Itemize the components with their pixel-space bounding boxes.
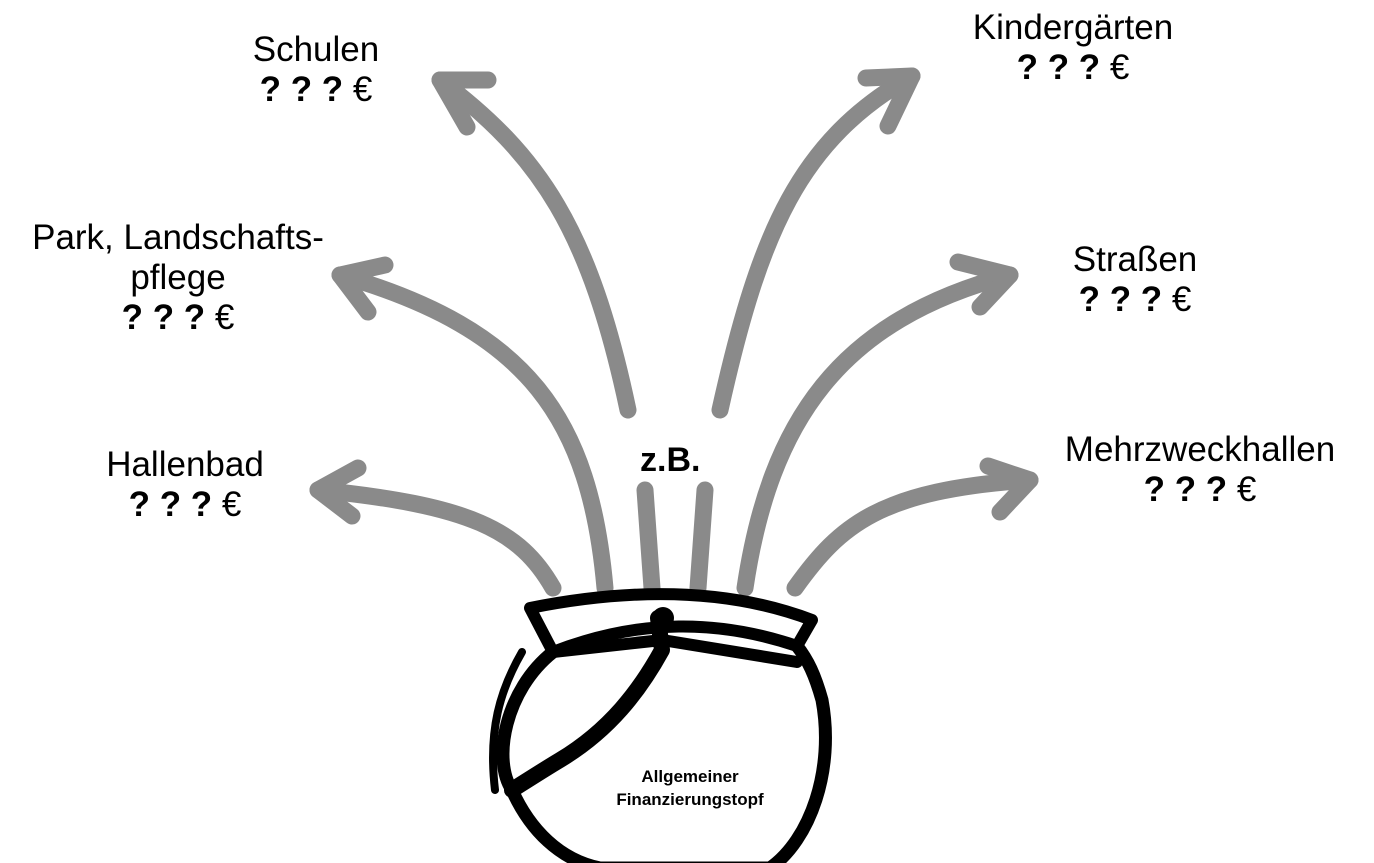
park-title-line2: pflege <box>130 258 226 297</box>
label-hallenbad: Hallenbad ? ? ? € <box>90 445 280 525</box>
arrow-schulen <box>636 481 661 597</box>
arrow-schulen-upper <box>431 71 637 419</box>
pot-label: Allgemeiner Finanzierungstopf <box>570 765 810 811</box>
park-amount: ? ? ? € <box>121 298 235 337</box>
arrow-kindergaerten-upper <box>711 67 921 419</box>
arrowhead-park <box>331 256 394 321</box>
arrowhead-hallenbad <box>309 459 367 525</box>
mehrzweckhallen-title: Mehrzweckhallen <box>1064 430 1336 469</box>
arrowhead-schulen <box>431 71 497 136</box>
pot-label-line2: Finanzierungstopf <box>616 790 764 809</box>
label-strassen: Straßen ? ? ? € <box>1050 240 1220 320</box>
schulen-title: Schulen <box>252 30 380 69</box>
arrowhead-kindergaerten <box>857 67 921 135</box>
example-label: z.B. <box>640 441 701 479</box>
park-title-line1: Park, Landschafts- <box>32 218 324 257</box>
hallenbad-title: Hallenbad <box>106 445 264 484</box>
label-park: Park, Landschafts- pflege ? ? ? € <box>0 218 356 338</box>
label-mehrzweckhallen: Mehrzweckhallen ? ? ? € <box>1040 430 1360 510</box>
arrow-hallenbad <box>309 481 562 597</box>
hallenbad-amount: ? ? ? € <box>128 485 242 524</box>
strassen-amount: ? ? ? € <box>1078 280 1192 319</box>
arrow-mehrzweckhallen <box>786 471 1039 597</box>
mehrzweckhallen-amount: ? ? ? € <box>1143 470 1257 509</box>
pot <box>489 588 832 863</box>
kindergaerten-amount: ? ? ? € <box>1016 48 1130 87</box>
arrowhead-strassen <box>949 253 1019 316</box>
pot-label-line1: Allgemeiner <box>641 767 739 786</box>
arrow-kindergaerten <box>689 481 714 597</box>
arrowhead-mehrzweckhallen <box>979 457 1039 521</box>
arrow-strassen <box>736 266 1019 597</box>
schulen-amount: ? ? ? € <box>259 70 373 109</box>
arrow-park <box>331 266 614 597</box>
kindergaerten-title: Kindergärten <box>972 8 1174 47</box>
label-schulen: Schulen ? ? ? € <box>236 30 396 110</box>
label-kindergaerten: Kindergärten ? ? ? € <box>928 8 1218 88</box>
strassen-title: Straßen <box>1072 240 1198 279</box>
